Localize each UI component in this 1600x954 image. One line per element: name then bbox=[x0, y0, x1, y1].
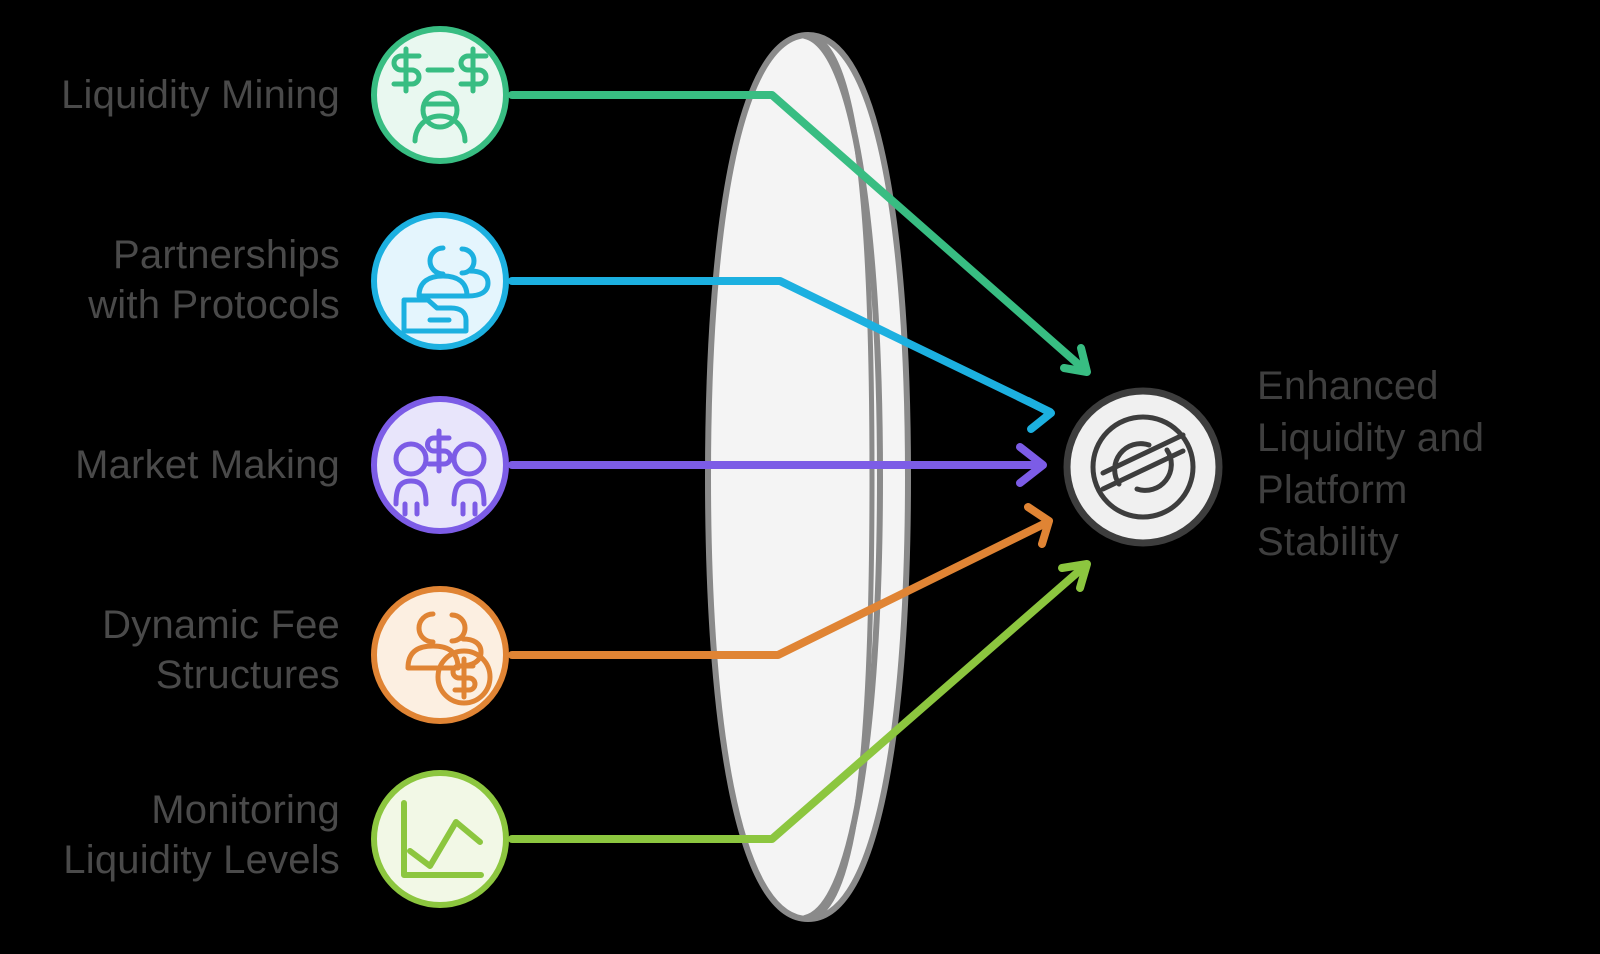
line-chart-icon bbox=[401, 800, 484, 878]
handshake-users-icon bbox=[401, 245, 491, 334]
connector-liquidity-mining bbox=[508, 91, 1091, 376]
connector-dynamic-fee bbox=[508, 503, 1053, 659]
stellar-icon bbox=[1090, 414, 1196, 520]
dollar-miner-icon bbox=[391, 46, 489, 144]
icon-badge-market-making[interactable] bbox=[371, 396, 509, 534]
connector-partnerships bbox=[508, 277, 1055, 433]
label-dynamic-fee: Dynamic Fee Structures bbox=[102, 603, 340, 697]
label-partnerships: Partnerships with Protocols bbox=[88, 233, 340, 327]
two-people-dollar-icon bbox=[393, 428, 487, 517]
stellar-logo-node[interactable] bbox=[1063, 387, 1223, 547]
connector-monitoring bbox=[508, 560, 1091, 843]
icon-badge-monitoring[interactable] bbox=[371, 770, 509, 908]
icon-badge-dynamic-fee[interactable] bbox=[371, 586, 509, 724]
convex-lens-funnel bbox=[705, 32, 911, 922]
connector-market-making bbox=[508, 443, 1047, 487]
label-monitoring: Monitoring Liquidity Levels bbox=[63, 788, 340, 882]
icon-badge-liquidity-mining[interactable] bbox=[371, 26, 509, 164]
label-outcome: Enhanced Liquidity and Platform Stabilit… bbox=[1257, 364, 1485, 564]
users-coin-icon bbox=[405, 611, 493, 706]
icon-badge-partnerships[interactable] bbox=[371, 212, 509, 350]
label-liquidity-mining: Liquidity Mining bbox=[61, 73, 340, 117]
label-market-making: Market Making bbox=[75, 443, 340, 487]
